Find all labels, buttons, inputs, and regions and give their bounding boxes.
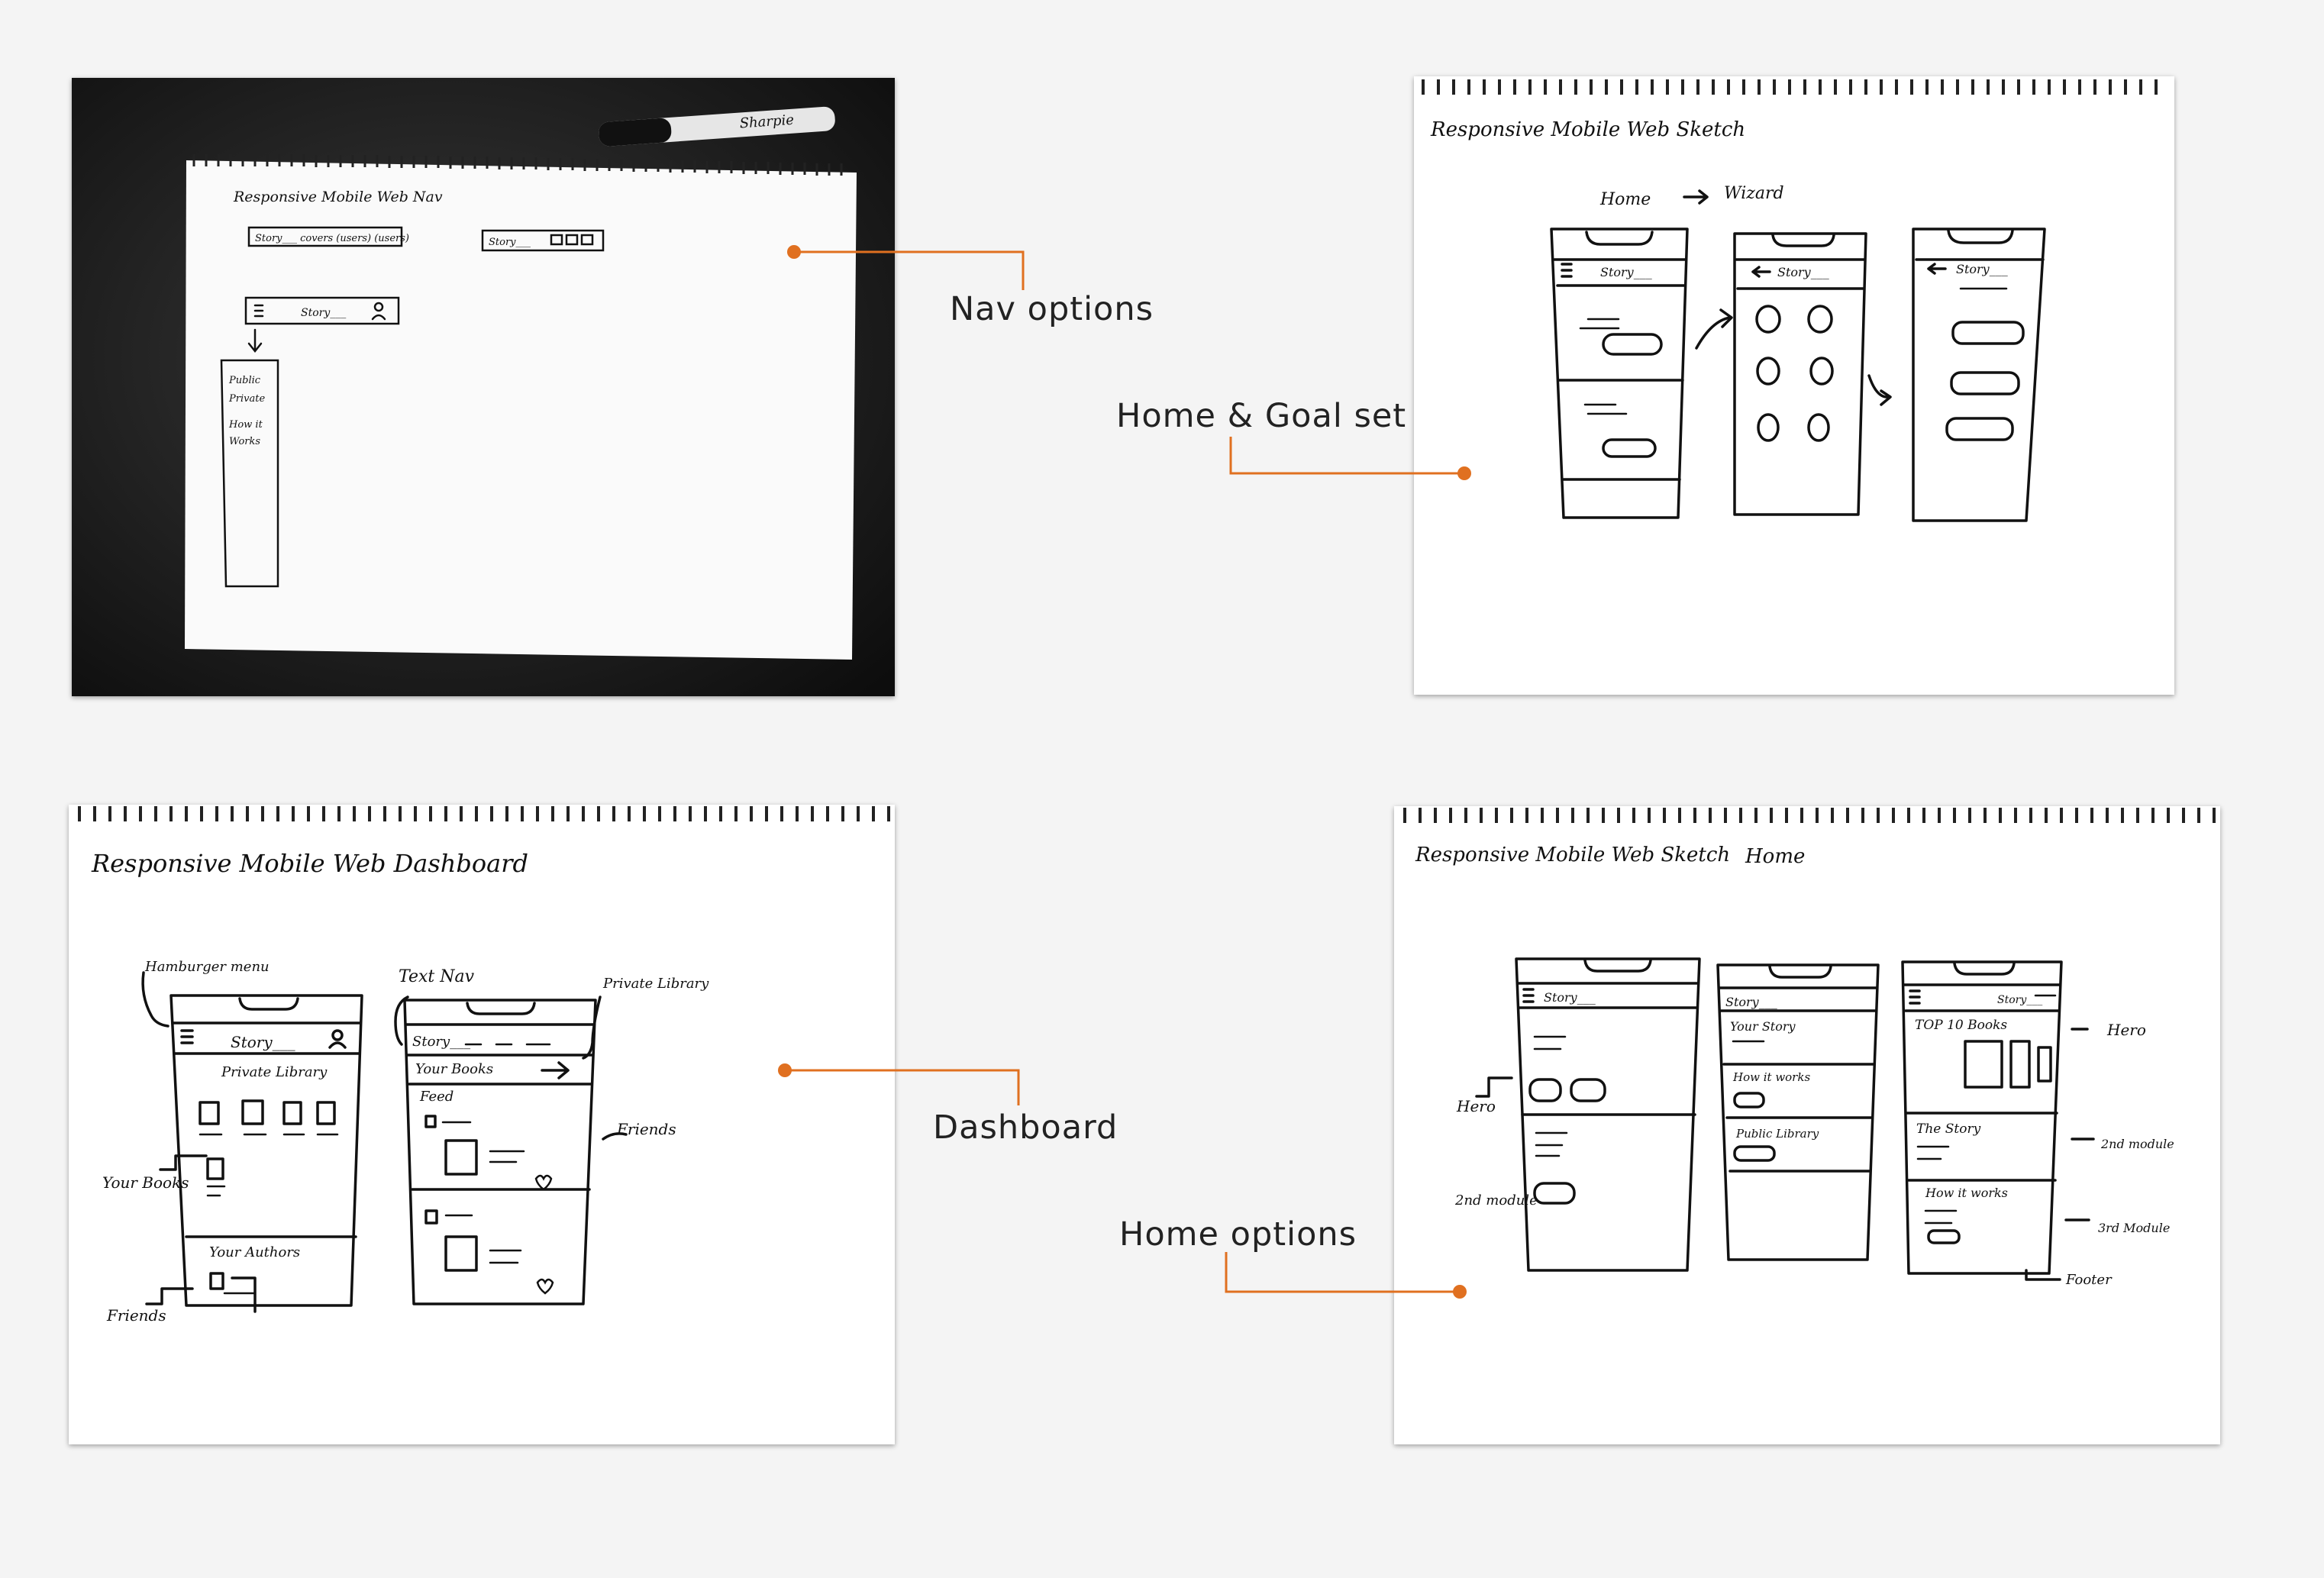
svg-text:Works: Works (229, 436, 260, 447)
nav-sketch-photo: Sharpie (72, 78, 895, 696)
svg-text:Text Nav: Text Nav (399, 967, 475, 986)
goal-screen-wizard: Story___ (1733, 232, 1867, 516)
svg-text:Story___: Story___ (1725, 995, 1777, 1009)
svg-text:Story___: Story___ (412, 1034, 470, 1050)
goal-screen-steps: Story___ (1912, 228, 2046, 522)
sharpie-marker: Sharpie (599, 106, 835, 147)
dashboard-label: Dashboard (933, 1108, 1118, 1147)
dashboard-sketch-drawing: Responsive Mobile Web Dashboard Hamburge… (78, 806, 890, 1325)
svg-text:2nd module: 2nd module (1454, 1192, 1538, 1209)
svg-text:Sharpie: Sharpie (739, 112, 794, 132)
goal-screen-home: Story___ (1550, 228, 1689, 519)
svg-text:How it works: How it works (1925, 1186, 2008, 1200)
svg-text:Story___: Story___ (489, 237, 531, 248)
svg-text:2nd module: 2nd module (2100, 1137, 2174, 1151)
svg-text:Footer: Footer (2065, 1272, 2113, 1288)
svg-text:Story___: Story___ (1997, 994, 2042, 1006)
svg-text:3rd Module: 3rd Module (2098, 1221, 2170, 1235)
svg-text:Hamburger menu: Hamburger menu (144, 959, 270, 975)
home-sketch: Responsive Mobile Web Sketch Home Story_… (1394, 806, 2220, 1444)
svg-text:The Story: The Story (1916, 1121, 1981, 1137)
svg-text:Story___: Story___ (1600, 265, 1652, 279)
svg-text:Private: Private (228, 393, 265, 405)
svg-text:TOP 10 Books: TOP 10 Books (1915, 1018, 2007, 1033)
svg-text:Friends: Friends (616, 1120, 676, 1138)
dashboard-screen-hamburger: Story___ Private Library Your Authors (169, 994, 363, 1313)
svg-text:Wizard: Wizard (1724, 184, 1784, 203)
svg-text:Story___: Story___ (1544, 990, 1596, 1005)
svg-text:Story___ covers (users) (users: Story___ covers (users) (users) (255, 233, 409, 244)
home-screen-2: Story___ Your Story How it works Public … (1716, 963, 1880, 1261)
svg-text:Home: Home (1745, 845, 1805, 868)
goal-sketch: Responsive Mobile Web Sketch Home Wizard… (1414, 76, 2174, 695)
svg-text:Story___: Story___ (1777, 265, 1829, 279)
nav-options-label: Nav options (950, 290, 1154, 328)
dashboard-screen-textnav: Story___ Your Books Feed (403, 999, 597, 1305)
dashboard-sketch-title: Responsive Mobile Web Dashboard (91, 849, 528, 878)
svg-text:Private Library: Private Library (602, 976, 709, 992)
svg-text:Story___: Story___ (301, 307, 346, 319)
home-options-label: Home options (1119, 1215, 1357, 1254)
nav-sketch-title: Responsive Mobile Web Nav (233, 189, 443, 205)
spiral-binding (1403, 808, 2216, 823)
svg-text:Public: Public (228, 375, 261, 386)
spiral-binding (1422, 79, 2158, 95)
home-sketch-title: Responsive Mobile Web Sketch (1415, 844, 1730, 866)
svg-text:Public Library: Public Library (1735, 1127, 1819, 1141)
svg-text:Private Library: Private Library (221, 1064, 328, 1080)
home-sketch-drawing: Responsive Mobile Web Sketch Home Story_… (1403, 808, 2216, 1288)
home-screen-3: Story___ TOP 10 Books The Story How it w… (1901, 960, 2063, 1275)
svg-text:How it works: How it works (1732, 1070, 1810, 1084)
svg-text:Home: Home (1599, 190, 1651, 209)
goal-sketch-drawing: Responsive Mobile Web Sketch Home Wizard… (1422, 79, 2158, 522)
svg-text:Hero: Hero (1456, 1097, 1496, 1115)
svg-text:Feed: Feed (419, 1089, 454, 1105)
home-goal-set-label: Home & Goal set (1116, 397, 1407, 435)
svg-text:Your Authors: Your Authors (209, 1244, 300, 1260)
dashboard-sketch: Responsive Mobile Web Dashboard Hamburge… (69, 805, 895, 1444)
svg-text:Friends: Friends (106, 1306, 166, 1325)
home-screen-1: Story___ (1515, 957, 1701, 1272)
spiral-binding (78, 806, 890, 821)
svg-text:How it: How it (228, 419, 263, 431)
spiral-binding (192, 154, 843, 176)
svg-text:Your Story: Your Story (1730, 1019, 1796, 1034)
svg-text:Story___: Story___ (231, 1033, 295, 1051)
svg-text:Hero: Hero (2106, 1021, 2146, 1039)
svg-text:Story___: Story___ (1956, 262, 2008, 276)
svg-text:Your Books: Your Books (415, 1061, 493, 1077)
nav-sketch-drawing: Sharpie (72, 78, 895, 696)
svg-text:Your Books: Your Books (102, 1173, 189, 1192)
goal-sketch-title: Responsive Mobile Web Sketch (1430, 118, 1745, 141)
